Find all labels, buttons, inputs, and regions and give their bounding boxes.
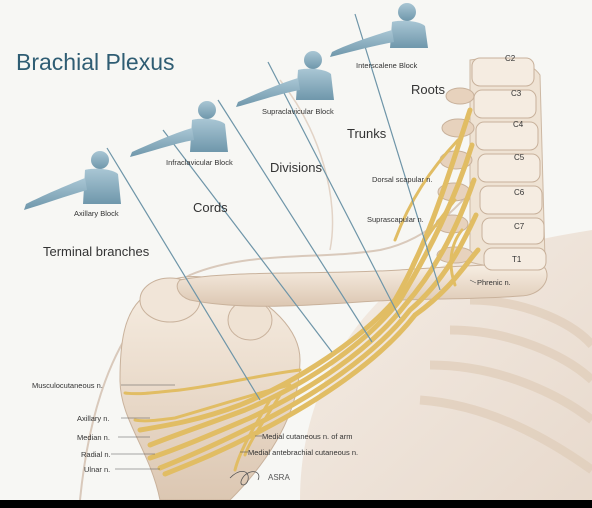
label-medial-cutaneous-n-arm: Medial cutaneous n. of arm — [262, 432, 352, 441]
infraclavicular-line — [162, 129, 333, 353]
figure-supraclavicular — [236, 51, 334, 107]
label-cords: Cords — [193, 200, 228, 215]
label-medial-antebrachial-cutaneous-n: Medial antebrachial cutaneous n. — [248, 448, 358, 457]
figure-interscalene — [330, 3, 428, 57]
neck-outline — [279, 79, 334, 251]
left-leaders — [111, 384, 262, 470]
label-c3: C3 — [511, 89, 522, 98]
label-c2: C2 — [505, 54, 516, 63]
interscalene-line — [354, 13, 441, 291]
divisions-line — [217, 99, 373, 343]
label-median-n: Median n. — [77, 433, 110, 442]
nerve-bundle — [123, 107, 481, 477]
label-suprascapular-n: Suprascapular n. — [367, 215, 424, 224]
label-divisions: Divisions — [270, 160, 323, 175]
label-t1: T1 — [512, 255, 522, 264]
label-c6: C6 — [514, 188, 525, 197]
label-infraclavicular-block: Infraclavicular Block — [166, 158, 233, 167]
block-lines — [106, 13, 441, 401]
label-terminal-branches: Terminal branches — [43, 244, 150, 259]
label-c5: C5 — [514, 153, 525, 162]
supraclavicular-line — [267, 61, 401, 319]
label-radial-n: Radial n. — [81, 450, 111, 459]
label-axillary-block: Axillary Block — [74, 209, 119, 218]
page-title: Brachial Plexus — [16, 49, 175, 75]
figure-infraclavicular — [130, 101, 228, 157]
axillary-line — [106, 147, 261, 401]
cervical-spine — [435, 57, 547, 271]
ribs — [419, 295, 592, 474]
label-roots: Roots — [411, 82, 445, 97]
artist-signature: ASRA — [229, 471, 290, 486]
label-supraclavicular-block: Supraclavicular Block — [262, 107, 334, 116]
label-musculocutaneous-n: Musculocutaneous n. — [32, 381, 103, 390]
leader-phrenic — [469, 279, 477, 284]
label-c7: C7 — [514, 222, 525, 231]
label-dorsal-scapular-n: Dorsal scapular n. — [372, 175, 432, 184]
svg-text:ASRA: ASRA — [268, 473, 290, 482]
figure-axillary — [24, 151, 121, 210]
label-trunks: Trunks — [347, 126, 387, 141]
label-ulnar-n: Ulnar n. — [84, 465, 110, 474]
label-phrenic-n: Phrenic n. — [477, 278, 511, 287]
label-axillary-n: Axillary n. — [77, 414, 110, 423]
label-interscalene-block: Interscalene Block — [356, 61, 418, 70]
label-c4: C4 — [513, 120, 524, 129]
